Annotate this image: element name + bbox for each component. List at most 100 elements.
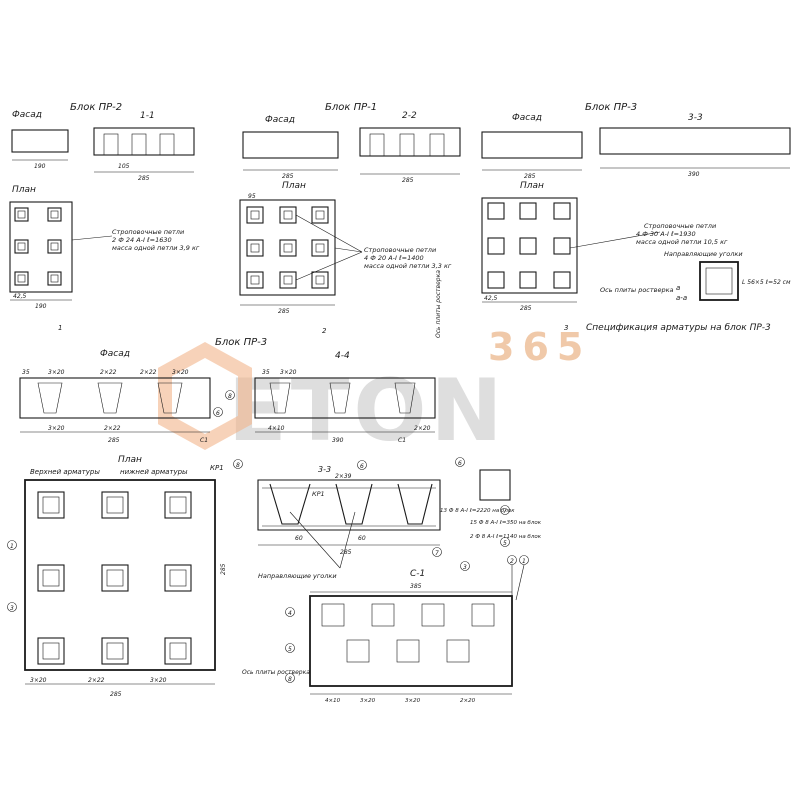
dim-pr1-95: 95 [248,193,256,200]
dim-lower-2x22-b: 2×22 [140,369,157,376]
dim-44-3x20: 3×20 [280,369,297,376]
mark-8-plan: 8 [236,462,240,469]
mark-6-c: 6 [458,460,462,467]
note-loops-pr2-l1: Строповочные петли [112,228,184,236]
dim-pr2-facade: 190 [34,163,46,170]
kp1-detail-group: 6 13 Ф 8 А-I ℓ=2220 на блок 15 Ф 8 А-I ℓ… [440,457,542,547]
plan-pr1-pockets [246,206,329,289]
dim-44-390: 390 [332,437,344,444]
dim-plan-3x20-a: 3×20 [30,677,47,684]
dim-pr1-plan: 285 [278,308,290,315]
label-facade-lower: Фасад [100,349,130,359]
plan-pr1 [239,199,336,296]
label-plan-pr2: План [12,185,36,195]
dim-lower-c1-a: С1 [200,437,208,444]
dim-c1-3x20-b: 3×20 [405,698,421,704]
dim-pr1-facade: 285 [282,173,294,180]
facade-pr2 [11,129,69,153]
label-kp1-b: КР1 [312,490,325,498]
mark-7-a: 7 [435,550,439,557]
dim-plan-vert: 285 [220,563,227,575]
dim-lower-35: 35 [22,369,30,376]
facade-pr3-lower [19,377,211,419]
plan-pr2-pockets [14,207,62,286]
label-plan-pr3: План [520,181,544,191]
dim-44-4x10: 4×10 [268,425,285,432]
mark-2-c1: 2 [510,558,514,565]
dim-c1-2x20: 2×20 [460,698,476,704]
mark-6-a: 6 [216,410,220,417]
dim-plan-285: 285 [110,691,122,698]
dim-lower-3x20-a: 3×20 [48,369,65,376]
mesh-c1-group: С-1 385 4×10 3×20 3×20 2×20 4 5 8 3 2 1 [285,555,529,704]
label-section-2-2: 2-2 [402,111,417,121]
mesh-c1-pockets [321,603,495,663]
note-loops-pr1-l3: масса одной петли 3,3 кг [364,262,452,270]
section-3-3-lower-group: 3-3 КР1 60 60 2×39 285 Направляющие угол… [257,460,442,580]
section-3-3-lower-body [257,479,441,531]
mark-1-c1: 1 [522,558,526,565]
title-block-pr1: Блок ПР-1 [325,102,377,113]
mark-8-a: 8 [228,393,232,400]
dim-lower-3x20-b: 3×20 [172,369,189,376]
note-loops-pr2-l2: 2 Ф 24 А-I ℓ=1630 [112,236,172,244]
note-axis-label-lower: Ось плиты ростверка [435,270,442,338]
title-block-pr2: Блок ПР-2 [70,102,122,113]
dim-c1-3x20-a: 3×20 [360,698,376,704]
dim-pr3-425: 42,5 [484,295,498,302]
facade-pr3-lower-pockets [37,382,183,414]
section-4-4-pockets [269,382,416,414]
section-1-1 [93,127,195,156]
title-block-pr3: Блок ПР-3 [585,102,637,113]
facade-pr3 [481,131,583,159]
section-3-3 [599,127,791,155]
dim-33-285: 285 [340,549,352,556]
dim-44-35: 35 [262,369,270,376]
label-facade-pr2: Фасад [12,110,42,120]
mark-3-c1: 3 [463,564,467,571]
label-sec-a: а [676,284,680,292]
label-section-3-3: 3-3 [688,113,703,123]
kp1-detail-box [479,469,511,501]
note-loops-pr3-l1: Строповочные петли [644,222,716,230]
title-spec: Спецификация арматуры на блок ПР-3 [586,323,771,333]
mark-6-b: 6 [360,463,364,470]
watermark-large-text: ETON [228,361,507,461]
dim-33-60-b: 60 [358,535,366,542]
dim-pr2-section: 285 [138,175,150,182]
dim-33-60-a: 60 [295,535,303,542]
mark-4-c1: 4 [288,610,292,617]
dim-lower-3x20-c: 3×20 [48,425,65,432]
plan-rebar-pockets [37,491,192,665]
plan-rebar-grid [24,479,216,671]
label-top-rebar: Верхней арматуры [30,468,100,476]
section-4-4 [254,377,436,419]
label-plan-lower: План [118,455,142,465]
note-loops-pr3-l3: масса одной петли 10,5 кг [636,238,728,246]
dim-c1-4x10: 4×10 [325,698,341,704]
note-guide-corners: Направляющие уголки [664,250,743,258]
dim-lower-2x22-c: 2×22 [104,425,121,432]
mark-5-a: 5 [503,540,507,547]
mark-8-c1: 8 [288,676,292,683]
plan-rebar-group: План Верхней арматуры нижней арматуры КР… [7,455,310,698]
plan-pr3-pockets [487,202,571,289]
dim-33-2x39: 2×39 [335,473,352,480]
block-pr2-group: Блок ПР-2 Фасад 1-1 190 285 105 План 42,… [9,102,200,332]
dim-lower-2x22-a: 2×22 [100,369,117,376]
note-loops-pr3-l2: 4 Ф 30 А-I ℓ=1930 [636,230,696,238]
mark-1-plan: 1 [10,543,14,550]
block-pr3-group: Блок ПР-3 Фасад 3-3 285 390 План 42,5 28… [481,102,791,333]
mesh-c1-grid [309,595,513,687]
spec-bar-c: 2 Ф 8 А-I ℓ=1140 на блок [470,534,542,540]
mark-5-c1: 5 [288,646,292,653]
mark-section-1-pr2: 1 [58,324,62,332]
mark-section-2-pr1: 2 [322,327,327,335]
watermark-hexagon-icon [158,342,252,450]
label-plan-pr1: План [282,181,306,191]
note-loops-pr1-l2: 4 Ф 20 А-I ℓ=1400 [364,254,424,262]
mark-section-3-pr3: 3 [564,324,568,332]
dim-pr2-425: 42,5 [13,293,27,300]
dim-pr1-section: 285 [402,177,414,184]
